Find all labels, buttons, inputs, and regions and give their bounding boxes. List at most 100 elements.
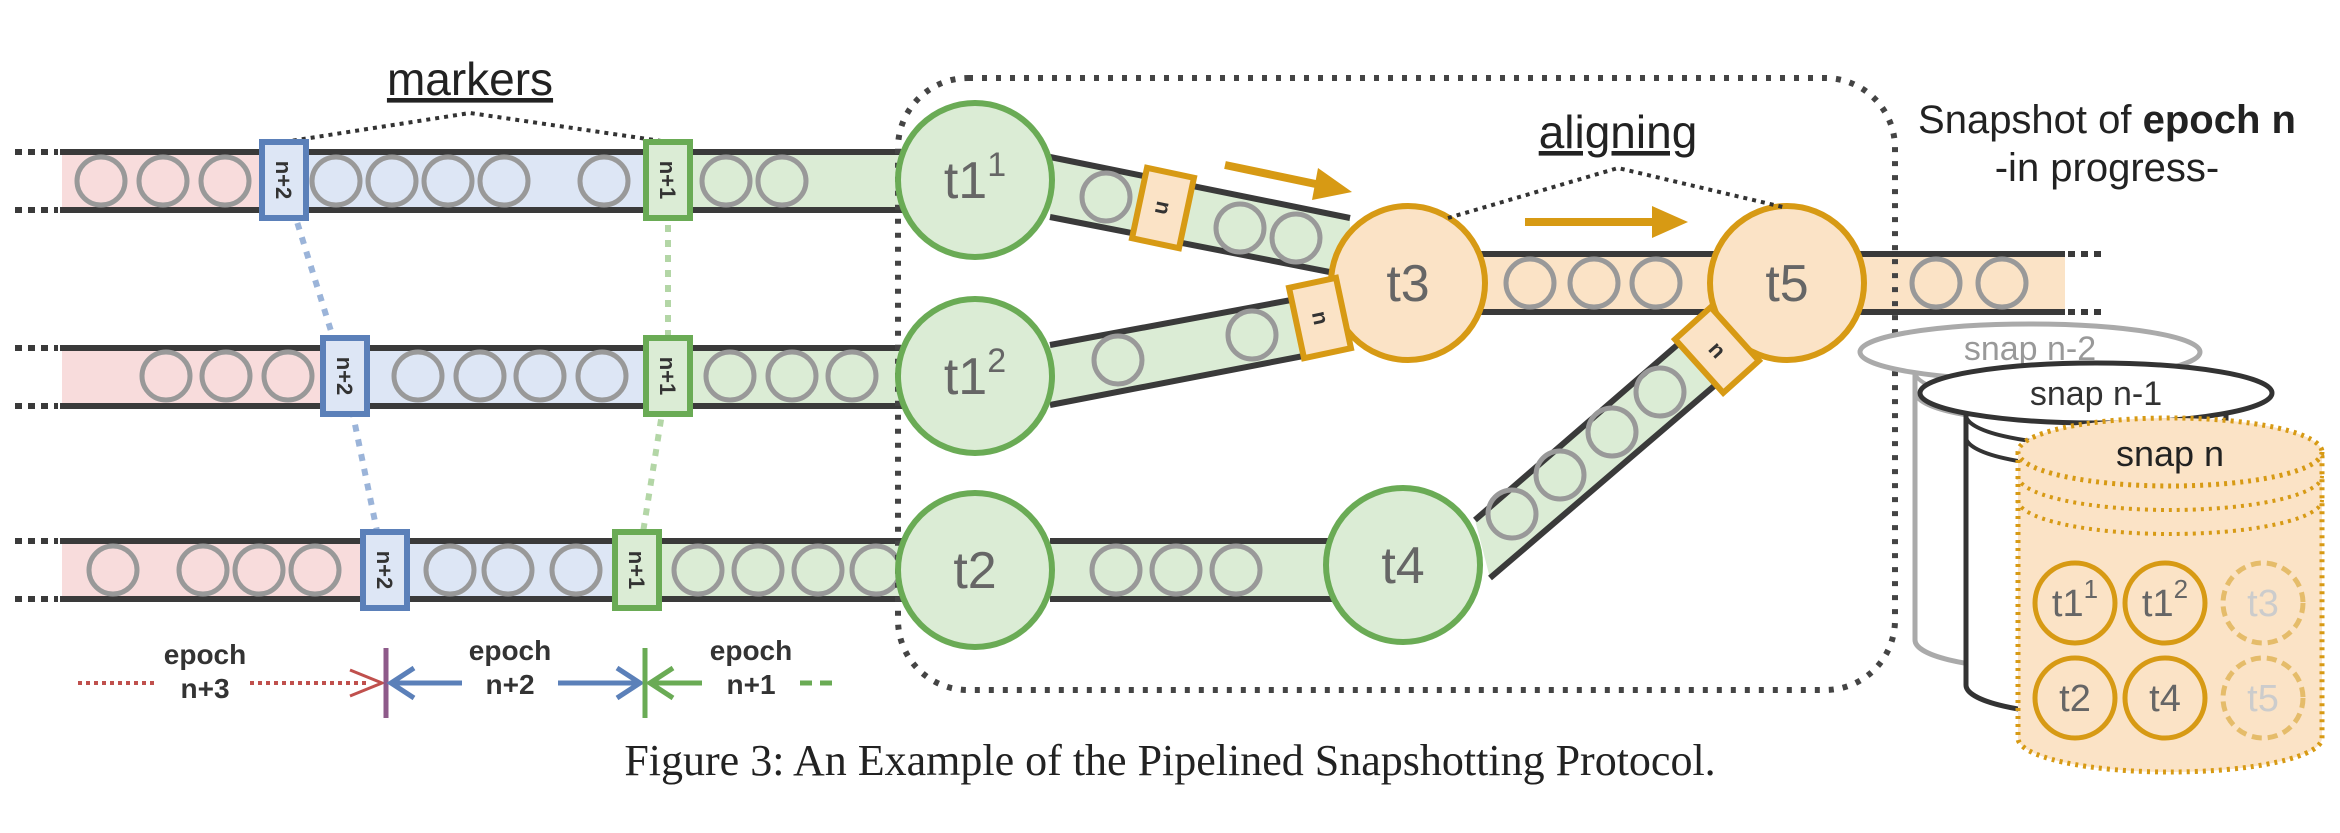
figure-caption: Figure 3: An Example of the Pipelined Sn… (624, 736, 1716, 785)
snapshot-title: Snapshot of epoch n (1918, 98, 2296, 142)
snapshot-state-t3-label: t3 (2247, 583, 2279, 625)
snapshot-subtitle: -in progress- (1995, 146, 2220, 190)
record-circle (1225, 308, 1279, 362)
record-circle (699, 154, 753, 208)
snapshot-state-t1-2-superscript: 2 (2174, 574, 2188, 604)
channel-t1-1-to-t3-edge-top (1049, 154, 1351, 221)
record-circle (1079, 170, 1133, 224)
snapshot-title-prefix: Snapshot of (1918, 98, 2143, 142)
input-stream-3 (15, 538, 915, 602)
marker-n-t1-1-channel: n (1128, 164, 1198, 252)
svg-text:t12: t12 (2142, 574, 2188, 625)
record-circle (232, 543, 286, 597)
record-circle (791, 543, 845, 597)
marker-n-t4-channel: n (1670, 302, 1764, 398)
record-circle (755, 154, 809, 208)
record-circle (1585, 405, 1639, 459)
record-circle (198, 154, 252, 208)
record-circle (1091, 333, 1145, 387)
record-circle (731, 543, 785, 597)
snapshot-state-t3-pending: t3 (2220, 560, 2306, 646)
record-circle (423, 543, 477, 597)
record-circle (365, 154, 419, 208)
stream-2-epoch-n3-band (62, 348, 327, 406)
snapshot-state-t1-2-label: t1 (2142, 583, 2174, 625)
record-circle (765, 349, 819, 403)
snapshot-state-t1-1-label: t1 (2052, 583, 2084, 625)
record-circle (1213, 201, 1267, 255)
record-circle (309, 154, 363, 208)
record-circle (139, 349, 193, 403)
record-circle (513, 349, 567, 403)
svg-text:t11: t11 (944, 146, 1006, 210)
record-circle (577, 154, 631, 208)
record-circle (825, 349, 879, 403)
record-circle (261, 349, 315, 403)
record-circle (1485, 487, 1539, 541)
task-t1-2-superscript: 2 (987, 342, 1006, 380)
record-circle (1269, 211, 1323, 265)
record-circle (176, 543, 230, 597)
record-circle (549, 543, 603, 597)
epoch-n1-label-line2: n+1 (726, 669, 775, 700)
record-circle (288, 543, 342, 597)
record-circle (1533, 448, 1587, 502)
channel-t4-to-t5 (1475, 308, 1762, 578)
marker-n1-stream-1-label: n+1 (655, 161, 680, 200)
marker-n1-stream-3-label: n+1 (624, 551, 649, 590)
stream-1-epoch-n3-band (62, 152, 265, 210)
record-circle (1633, 365, 1687, 419)
svg-text:t12: t12 (944, 342, 1006, 406)
svg-text:t11: t11 (2052, 574, 2098, 625)
markers-callout-line (283, 110, 669, 144)
snapshot-state-t1-2: t12 (2122, 560, 2208, 646)
stream-records (74, 154, 2029, 597)
record-circle (74, 154, 128, 208)
marker-n-t1-1-label: n (1150, 199, 1177, 217)
snapshot-title-epoch: epoch n (2143, 98, 2296, 142)
task-t3: t3 (1328, 203, 1488, 363)
snapshot-n-label: snap n (2116, 433, 2224, 474)
task-t5-label: t5 (1765, 255, 1808, 313)
marker-n2-stream-2: n+2 (320, 335, 370, 417)
marker-n1-stream-2: n+1 (643, 335, 693, 417)
epoch-n2-arrowhead-right (615, 665, 645, 701)
record-circle (199, 349, 253, 403)
task-t1-1-superscript: 1 (987, 146, 1006, 184)
record-circle (1975, 256, 2029, 310)
record-circle (136, 154, 190, 208)
input-stream-2 (15, 345, 915, 409)
aligning-region (895, 75, 1898, 693)
marker-boxes: n+2 n+2 n+2 n+1 n+1 n+1 n n (259, 139, 1764, 611)
marker-n1-stream-3: n+1 (612, 529, 662, 611)
marker-n2-stream-1: n+2 (259, 139, 309, 221)
task-nodes: t11 t12 t2 t3 t4 t5 (895, 100, 1867, 650)
marker-n1-stream-2-label: n+1 (655, 357, 680, 396)
task-t1-1-label: t1 (944, 152, 987, 210)
snapshot-state-t4: t4 (2122, 655, 2208, 741)
task-t3-label: t3 (1386, 255, 1429, 313)
task-t4-label: t4 (1381, 537, 1424, 595)
record-circle (1909, 256, 1963, 310)
marker-n-t1-2-label: n (1307, 309, 1334, 327)
record-circle (1567, 256, 1621, 310)
snapshot-state-t2: t2 (2032, 655, 2118, 741)
record-circle (1503, 256, 1557, 310)
aligning-callout-line (1447, 165, 1788, 220)
epoch-n1-arrowhead-left (645, 665, 675, 701)
record-circle (703, 349, 757, 403)
record-circle (575, 349, 629, 403)
snapshot-state-t5-pending: t5 (2220, 655, 2306, 741)
record-circle (1629, 256, 1683, 310)
record-circle (453, 349, 507, 403)
task-t2-label: t2 (953, 542, 996, 600)
snapshot-state-t1-1-superscript: 1 (2084, 574, 2098, 604)
task-t2: t2 (895, 490, 1055, 650)
record-circle (1089, 543, 1143, 597)
progress-arrows (1224, 161, 1688, 238)
record-circle (477, 154, 531, 208)
record-circle (1149, 543, 1203, 597)
snapshot-state-t2-label: t2 (2059, 678, 2091, 720)
